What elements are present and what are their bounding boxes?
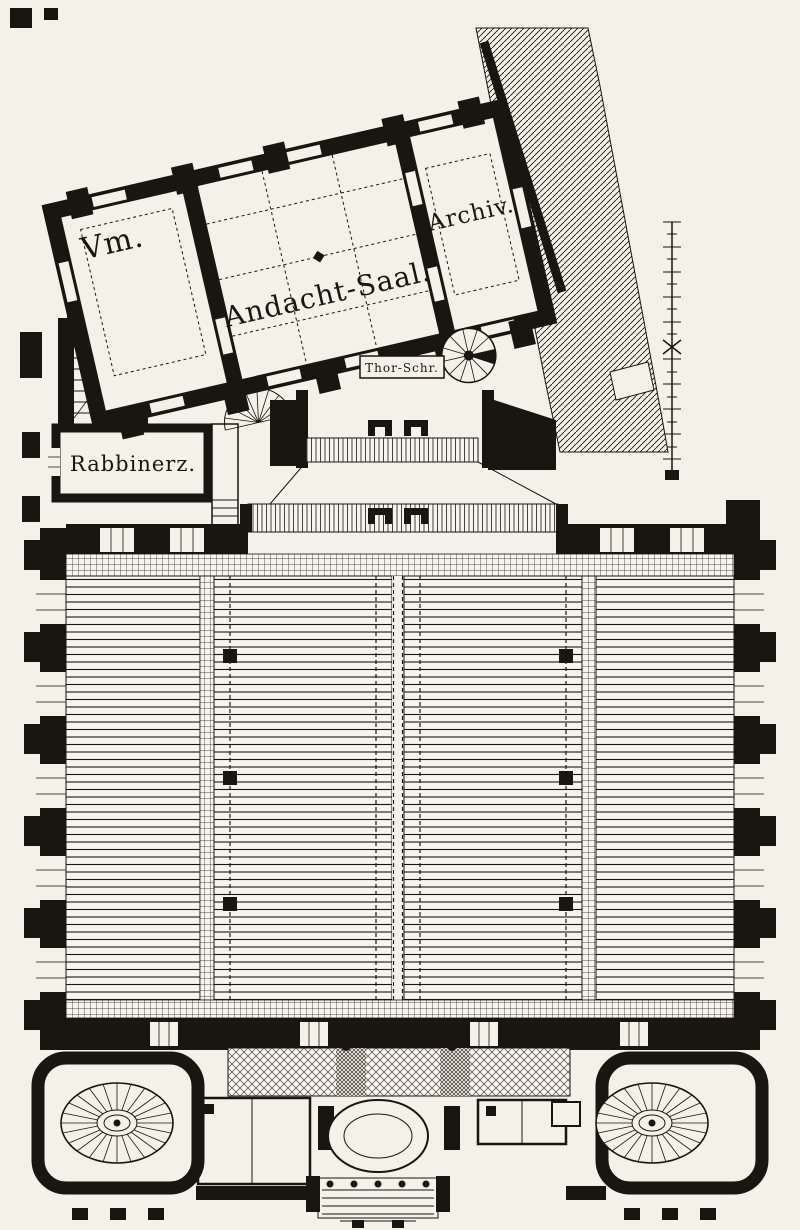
- column-base: [368, 508, 392, 524]
- entrance-front: [31, 1041, 769, 1228]
- boundary-notch: [609, 361, 655, 401]
- prayer-wing: Vm. Andacht-Saal. Archiv.: [41, 96, 558, 440]
- scale-bar-cross: [662, 339, 682, 355]
- corner-marks: [10, 8, 58, 28]
- oval-stair-right: [595, 1051, 769, 1195]
- center-aisle: [392, 576, 404, 1000]
- rear-aisle-strip: [65, 999, 735, 1019]
- front-wall: [72, 1186, 716, 1228]
- lobby-pier: [336, 1048, 366, 1096]
- gallery-columns: [223, 649, 573, 911]
- porch-steps: [306, 1176, 450, 1222]
- side-corridor: [211, 423, 239, 529]
- stair-wall-left: [58, 318, 74, 430]
- torah-ark-label: Thor-Schr.: [365, 361, 439, 375]
- torah-ark: Thor-Schr.: [359, 355, 445, 379]
- hall-wall-top-right: [556, 524, 734, 554]
- pew-bank-center-right: [403, 575, 583, 1001]
- bimah-platform: [247, 503, 559, 533]
- outer-pilasters: [24, 540, 776, 1030]
- lobby-floor: [227, 1047, 571, 1097]
- ark-steps: [305, 437, 479, 463]
- side-room-left: [196, 1096, 312, 1186]
- pew-bank-left: [65, 575, 201, 1001]
- wall-segment: [270, 400, 298, 466]
- wall-segment: [488, 398, 556, 470]
- scale-bar-ticks: [663, 221, 681, 460]
- rabbi-room-label: Rabbinerz.: [70, 452, 196, 476]
- pilaster: [22, 432, 40, 458]
- hall-windows: [36, 528, 764, 1046]
- wing-wall-left: [42, 201, 110, 430]
- pilaster: [22, 496, 40, 522]
- entrance-bay: [318, 1099, 460, 1173]
- column-base: [404, 508, 428, 524]
- rabbi-room-window: [48, 448, 60, 476]
- shaft: [551, 1101, 581, 1127]
- apse-wall-left: [296, 390, 308, 468]
- scale-bar: [662, 221, 682, 480]
- site-boundary-hatch: [475, 27, 669, 453]
- gallery-aisle-strip: [65, 553, 735, 577]
- pew-bank-center-left: [213, 575, 393, 1001]
- column-base: [368, 420, 392, 436]
- pew-bank-right: [595, 575, 735, 1001]
- pew-banks: [65, 575, 735, 1001]
- wing-windows: [58, 114, 532, 414]
- scale-bar-base: [665, 470, 679, 480]
- column-base: [404, 420, 428, 436]
- aisle-left: [199, 575, 215, 1001]
- lobby-pier: [440, 1048, 470, 1096]
- aisle-right: [581, 575, 597, 1001]
- ark-apse: [240, 390, 568, 533]
- chandelier-point: [312, 250, 325, 263]
- boundary-wall-edge: [479, 40, 567, 294]
- ceiling-vault-lines: [79, 149, 520, 377]
- fan-stair: [224, 388, 293, 431]
- oval-stair-left: [31, 1051, 205, 1195]
- main-hall: [24, 500, 776, 1052]
- pilaster: [20, 332, 42, 378]
- hall-wall-top-left: [66, 524, 248, 554]
